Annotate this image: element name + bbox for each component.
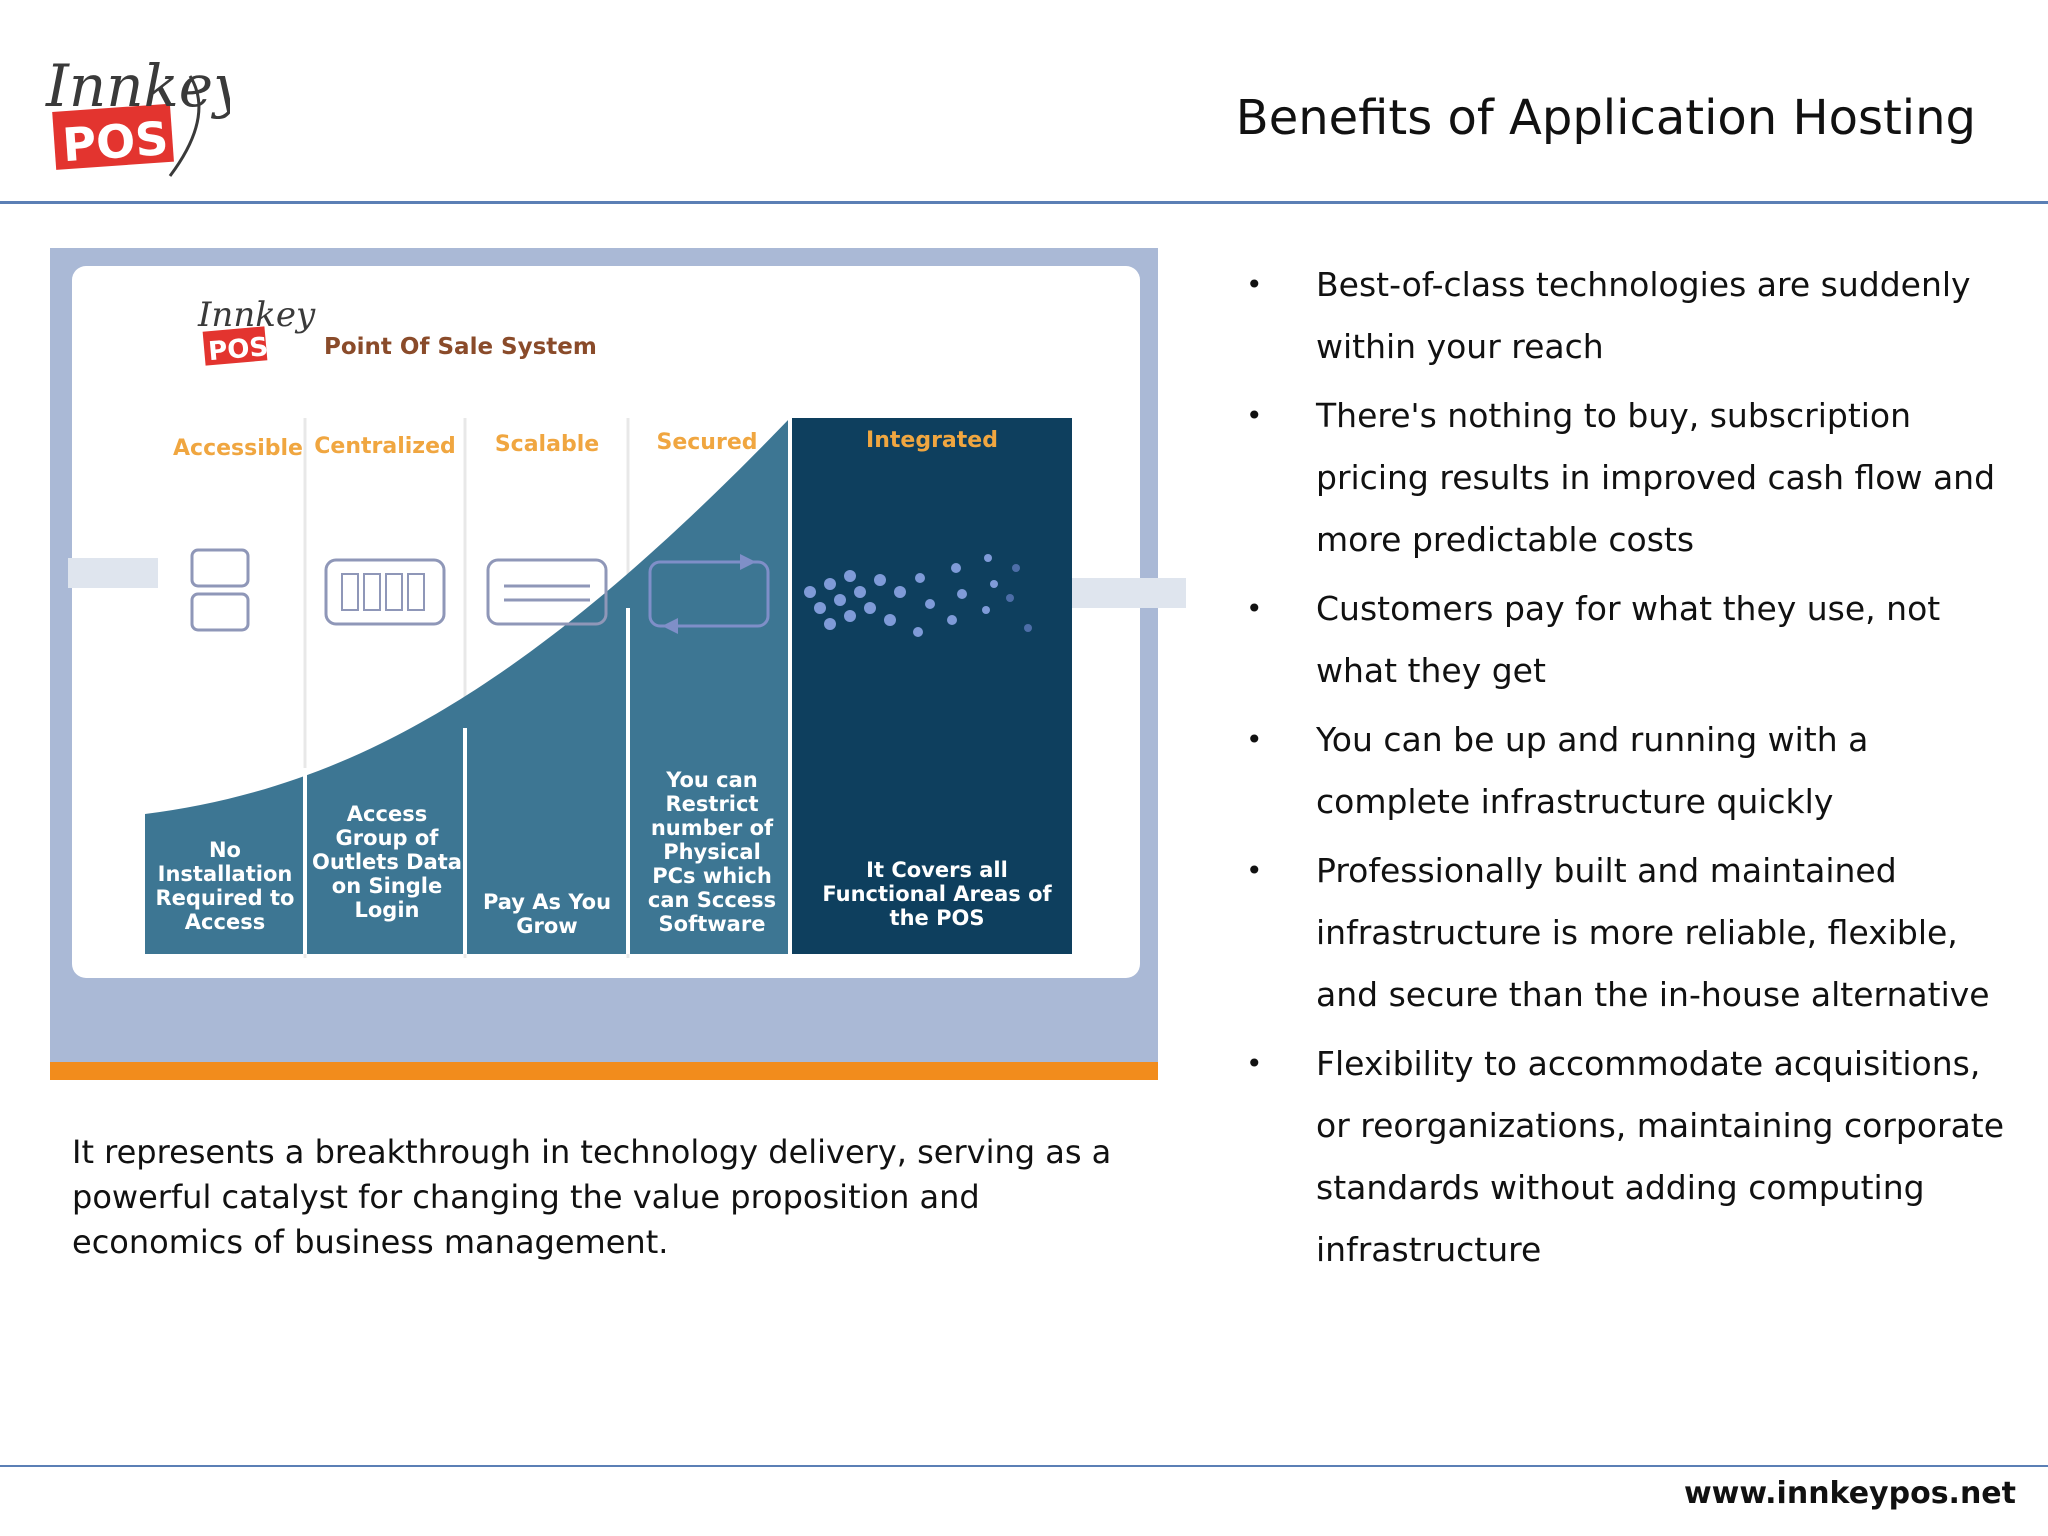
column-header-secured: Secured bbox=[656, 430, 758, 455]
figure-logo-script: Innkey bbox=[197, 295, 316, 335]
column-header-scalable: Scalable bbox=[494, 432, 600, 457]
stacked-boxes-icon bbox=[190, 548, 250, 632]
list-item-text: You can be up and running with a complet… bbox=[1316, 720, 1869, 821]
benefits-list: • Best-of-class technologies are suddenly… bbox=[1236, 254, 2016, 1288]
figure-chart-area bbox=[145, 418, 1072, 958]
integrated-block bbox=[792, 418, 1072, 954]
column-text-secured: You can Restrict number of Physical PCs … bbox=[647, 768, 777, 936]
bullet-glyph: • bbox=[1246, 1047, 1263, 1080]
bullet-glyph: • bbox=[1246, 723, 1263, 756]
grid-panel-icon bbox=[324, 558, 446, 626]
bullet-glyph: • bbox=[1246, 268, 1263, 301]
list-item-text: Customers pay for what they use, not wha… bbox=[1316, 589, 1941, 690]
logo-script-text: Innkey bbox=[45, 52, 230, 120]
bullet-glyph: • bbox=[1246, 399, 1263, 432]
list-item: • Customers pay for what they use, not wh… bbox=[1236, 578, 2016, 702]
figure-subtitle: Point Of Sale System bbox=[324, 334, 597, 360]
dots-cloud-icon bbox=[804, 554, 1032, 637]
figure-logo: POS Innkey bbox=[197, 295, 316, 367]
slide-title: Benefits of Application Hosting bbox=[1235, 90, 1976, 146]
pos-benefits-figure: POS Innkey Point Of Sale System bbox=[50, 248, 1186, 1080]
footer-divider bbox=[0, 1465, 2048, 1467]
list-item: • Best-of-class technologies are suddenly… bbox=[1236, 254, 2016, 378]
list-item: • Professionally built and maintained inf… bbox=[1236, 840, 2016, 1026]
figure-logo-badge: POS bbox=[207, 332, 269, 367]
bullet-glyph: • bbox=[1246, 854, 1263, 887]
list-item-text: Professionally built and maintained infr… bbox=[1316, 851, 1990, 1014]
column-text-integrated: It Covers all Functional Areas of the PO… bbox=[822, 858, 1052, 930]
lines-panel-icon bbox=[486, 558, 608, 626]
header-divider bbox=[0, 201, 2048, 204]
cycle-arrows-icon bbox=[648, 554, 770, 634]
column-text-accessible: No Installation Required to Access bbox=[155, 838, 295, 934]
innkey-pos-logo: POS Innkey bbox=[45, 52, 230, 177]
column-text-centralized: Access Group of Outlets Data on Single L… bbox=[312, 802, 462, 922]
logo-badge-text: POS bbox=[61, 111, 170, 172]
list-item-text: Best-of-class technologies are suddenly … bbox=[1316, 265, 1971, 366]
column-header-integrated: Integrated bbox=[866, 428, 998, 453]
footer-url: www.innkeypos.net bbox=[1683, 1476, 2016, 1511]
list-item-text: There's nothing to buy, subscription pri… bbox=[1316, 396, 1996, 559]
list-item: • Flexibility to accommodate acquisitions… bbox=[1236, 1033, 2016, 1281]
figure-accent-bar bbox=[50, 1062, 1158, 1080]
bullet-glyph: • bbox=[1246, 592, 1263, 625]
column-text-scalable: Pay As You Grow bbox=[482, 890, 612, 938]
column-header-centralized: Centralized bbox=[314, 434, 456, 459]
list-item-text: Flexibility to accommodate acquisitions,… bbox=[1316, 1044, 2005, 1269]
figure-caption: It represents a breakthrough in technolo… bbox=[72, 1133, 1112, 1261]
list-item: • You can be up and running with a comple… bbox=[1236, 709, 2016, 833]
list-item: • There's nothing to buy, subscription pr… bbox=[1236, 385, 2016, 571]
figure-band-left bbox=[68, 558, 158, 588]
column-header-accessible: Accessible bbox=[173, 436, 303, 461]
